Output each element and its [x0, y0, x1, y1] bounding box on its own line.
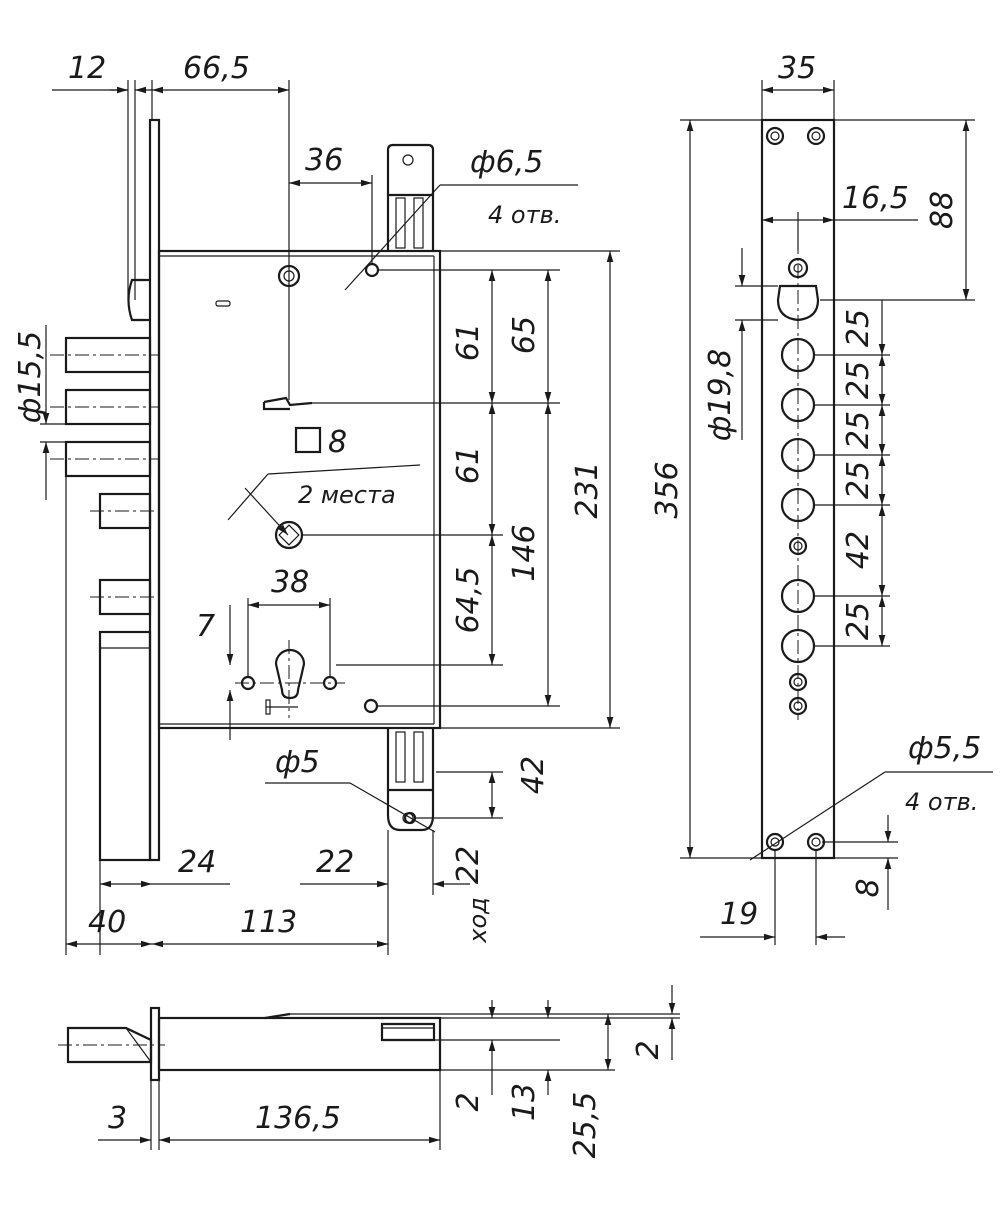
side-case [157, 1016, 442, 1072]
dim-3: 3 [108, 1101, 127, 1136]
dim-38: 38 [271, 565, 309, 600]
dim-phi6-5: ф6,5 [470, 145, 543, 180]
strike-pitch-4: 25 [841, 461, 876, 499]
slot [215, 300, 231, 307]
dim-61-b: 61 [451, 446, 486, 484]
dim-24: 24 [178, 845, 216, 880]
square-spindle-8 [294, 426, 322, 454]
holes-count-top: 4 отв. [488, 201, 561, 229]
side-dimension-texts: 3 136,5 2 13 25,5 2 [108, 1040, 666, 1158]
dim-8: 8 [851, 878, 886, 897]
dim-136-5: 136,5 [255, 1101, 341, 1136]
label-2-places: 2 места [298, 481, 396, 509]
lock-front-view [50, 80, 442, 862]
dim-phi19-8: ф19,8 [703, 349, 738, 441]
faceplate [148, 118, 161, 862]
side-view [58, 1006, 442, 1082]
dim-12: 12 [68, 51, 106, 86]
dim-113: 113 [240, 905, 297, 940]
lever [262, 396, 313, 411]
dim-64-5: 64,5 [451, 567, 486, 634]
bolts [50, 336, 160, 862]
dim-7: 7 [196, 609, 215, 644]
dim-231: 231 [570, 461, 605, 518]
dim-22-v: 22 [451, 846, 486, 884]
label-stroke: ход [464, 897, 492, 943]
dim-88: 88 [925, 191, 960, 229]
bottom-rod-connector [386, 728, 435, 832]
holes-count-bottom: 4 отв. [905, 788, 978, 816]
dim-146: 146 [507, 524, 542, 581]
strike-pitch-6: 25 [841, 602, 876, 640]
dim-22-h: 22 [316, 845, 354, 880]
dim-16-5: 16,5 [842, 181, 909, 216]
strike-pitch-5: 42 [841, 531, 876, 569]
dim-35: 35 [778, 51, 816, 86]
dim-42-main: 42 [516, 756, 551, 794]
dim-66-5: 66,5 [183, 51, 250, 86]
side-bolt [66, 1026, 153, 1064]
dim-phi5-5: ф5,5 [908, 731, 981, 766]
dim-65: 65 [507, 316, 542, 354]
dim-phi15-5: ф15,5 [13, 331, 48, 423]
main-dimension-lines [40, 80, 620, 955]
dim-36: 36 [305, 143, 343, 178]
strike-dimension-lines [680, 80, 993, 945]
dim-19: 19 [720, 897, 758, 932]
side-rod-head [380, 1022, 436, 1042]
dim-356: 356 [650, 461, 685, 518]
dim-40: 40 [88, 905, 126, 940]
dim-2-a: 2 [451, 1092, 486, 1111]
dim-square-8: 8 [328, 425, 347, 460]
lock-case [157, 249, 442, 730]
dim-phi5: ф5 [275, 745, 320, 780]
bolt-6 [98, 630, 152, 862]
hole-phi6-5 [364, 262, 380, 278]
dim-2-b: 2 [631, 1040, 666, 1059]
side-dimension-lines [98, 985, 680, 1150]
strike-pitch-2: 25 [841, 361, 876, 399]
side-faceplate [149, 1006, 161, 1082]
strike-pitch-3: 25 [841, 411, 876, 449]
main-dimension-texts: 12 66,5 36 ф6,5 4 отв. ф15,5 61 65 8 61 … [13, 51, 605, 944]
cylinder-cutout [235, 640, 379, 718]
dim-13: 13 [507, 1083, 542, 1121]
strike-dimension-texts: 35 16,5 88 ф19,8 356 25 25 25 25 42 25 ф… [650, 51, 981, 932]
dim-61-a: 61 [451, 323, 486, 361]
dim-25-5: 25,5 [568, 1092, 603, 1159]
strike-pitch-1: 25 [841, 309, 876, 347]
strike-plate [760, 118, 836, 860]
latch-roller [127, 278, 150, 322]
